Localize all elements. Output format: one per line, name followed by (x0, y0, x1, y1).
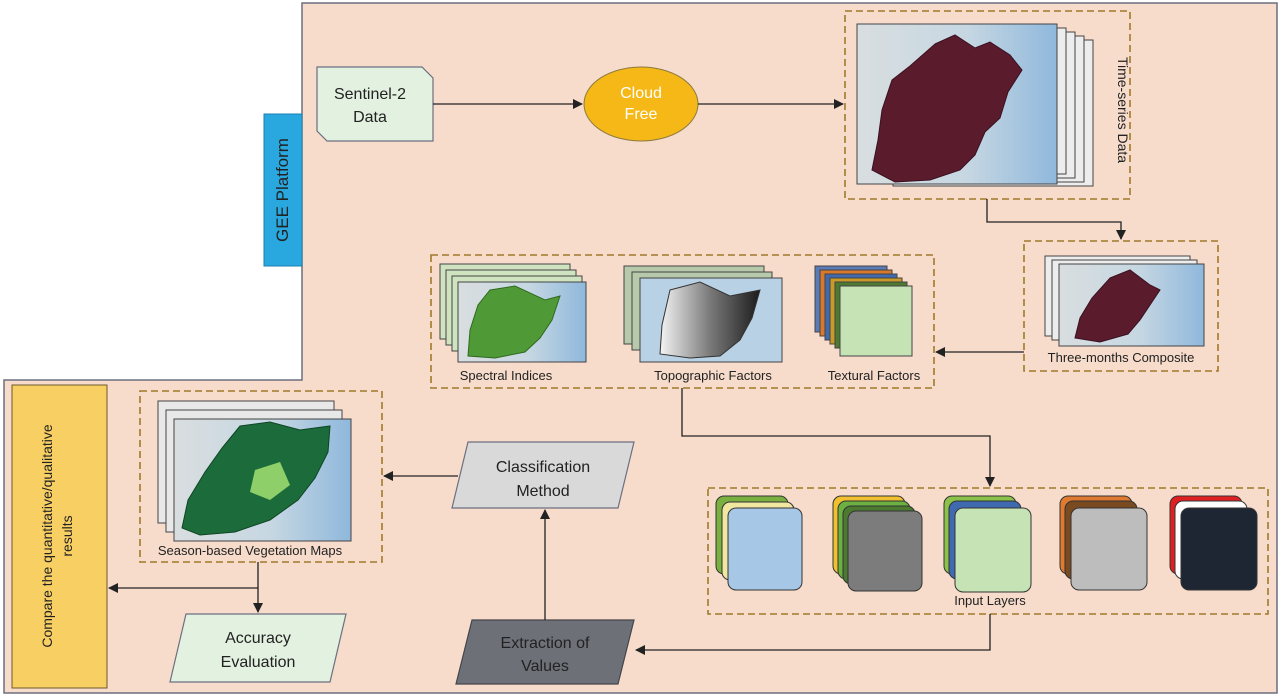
svg-text:Season-based Vegetation Maps: Season-based Vegetation Maps (158, 543, 343, 558)
compare-label-line1: Compare the quantitative/qualitative (39, 424, 55, 648)
sentinel-2-data-node: Sentinel-2 Data (316, 66, 434, 142)
time-series-stack: Time-series Data (856, 23, 1131, 187)
svg-text:Classification: Classification (496, 459, 590, 476)
compare-label-line2: results (59, 515, 75, 556)
connectors (108, 99, 1126, 655)
time-series-label: Time-series Data (1115, 57, 1131, 163)
extraction-of-values-node: Extraction of Values (455, 619, 635, 685)
features-box (430, 254, 935, 389)
time-series-box (844, 10, 1131, 200)
cloud-free-node: Cloud Free (583, 66, 699, 142)
svg-text:Values: Values (521, 658, 569, 675)
svg-text:Method: Method (516, 483, 569, 500)
input-layers-box (707, 487, 1269, 615)
vegetation-maps-stack: Season-based Vegetation Maps (157, 400, 352, 558)
compare-results-box: Compare the quantitative/qualitative res… (11, 384, 108, 689)
composite-stack: Three-months Composite (1044, 255, 1205, 365)
svg-text:Topographic Factors: Topographic Factors (654, 368, 772, 383)
input-layers-stacks (715, 495, 1258, 593)
spectral-indices-stack: Spectral Indices (439, 263, 587, 383)
textural-factors-stack: Textural Factors (814, 265, 921, 383)
vegetation-maps-box (139, 390, 383, 563)
svg-text:Cloud: Cloud (620, 85, 662, 102)
input-layers-label: Input Layers (954, 593, 1026, 608)
three-months-composite-box (1023, 240, 1219, 372)
svg-text:Spectral Indices: Spectral Indices (460, 368, 553, 383)
svg-text:Free: Free (625, 106, 658, 123)
svg-text:Three-months Composite: Three-months Composite (1048, 350, 1195, 365)
gee-platform-label: GEE Platform (263, 113, 303, 267)
svg-text:Textural Factors: Textural Factors (828, 368, 921, 383)
svg-text:Extraction of: Extraction of (501, 635, 590, 652)
topographic-factors-stack: Topographic Factors (623, 265, 783, 383)
accuracy-evaluation-node: Accuracy Evaluation (169, 613, 347, 683)
svg-text:Data: Data (353, 109, 387, 126)
svg-text:Sentinel-2: Sentinel-2 (334, 86, 406, 103)
svg-text:GEE Platform: GEE Platform (273, 138, 292, 242)
classification-method-node: Classification Method (451, 441, 635, 509)
svg-text:Accuracy: Accuracy (225, 630, 291, 647)
svg-text:Evaluation: Evaluation (221, 654, 296, 671)
